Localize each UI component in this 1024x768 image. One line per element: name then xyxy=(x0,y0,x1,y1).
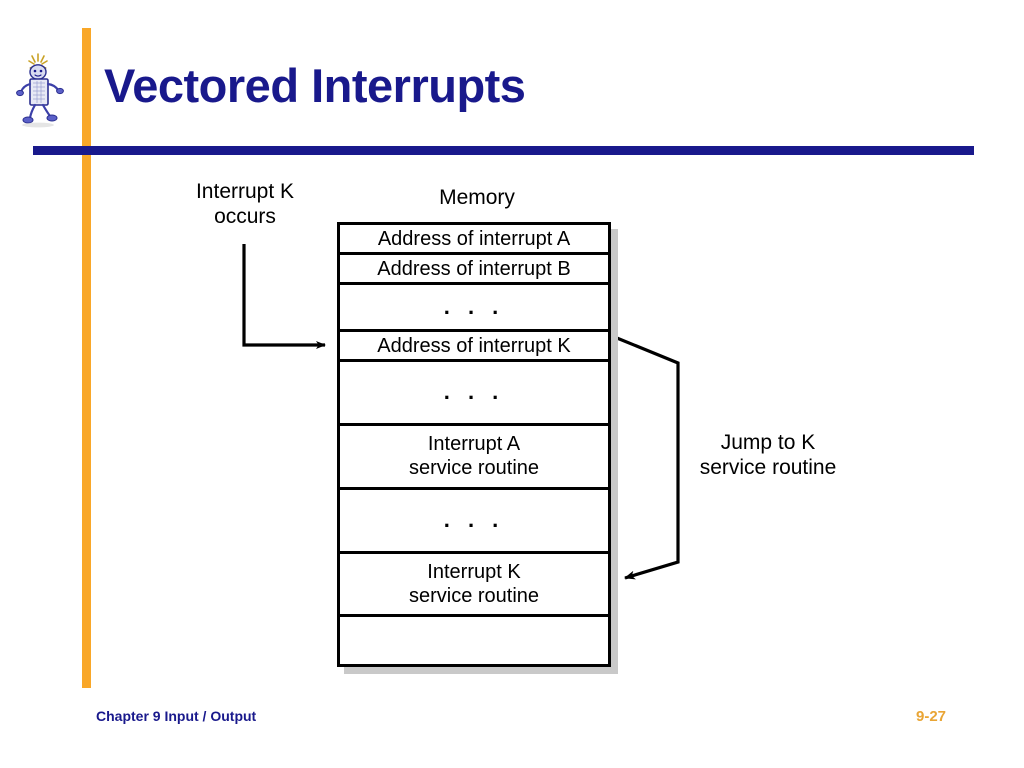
footer-page-number: 9-27 xyxy=(916,708,947,725)
footer-chapter-label: Chapter 9 Input / Output xyxy=(96,708,257,724)
memory-table: Address of interrupt A Address of interr… xyxy=(337,222,611,667)
memory-row-ellipsis-3: . . . xyxy=(340,489,608,554)
memory-row-ellipsis-1: . . . xyxy=(340,285,608,333)
ellipsis-text: . . . xyxy=(443,379,505,405)
accent-bar-vertical xyxy=(82,28,91,688)
ellipsis-text: . . . xyxy=(443,293,505,319)
memory-row-isr-a: Interrupt A service routine xyxy=(340,426,608,490)
accent-rule-horizontal xyxy=(33,146,974,155)
label-interrupt-occurs: Interrupt K occurs xyxy=(195,180,295,228)
label-jump-to-service-routine: Jump to K service routine xyxy=(699,431,837,479)
memory-row-ellipsis-2: . . . xyxy=(340,362,608,427)
page-title: Vectored Interrupts xyxy=(104,59,526,112)
mascot-character-icon xyxy=(16,50,74,128)
memory-row-empty xyxy=(340,617,608,664)
ellipsis-text: . . . xyxy=(443,506,505,532)
label-memory: Memory xyxy=(439,186,515,209)
memory-row-address-a: Address of interrupt A xyxy=(340,225,608,256)
memory-row-address-b: Address of interrupt B xyxy=(340,255,608,286)
memory-row-isr-k: Interrupt K service routine xyxy=(340,553,608,618)
memory-row-address-k: Address of interrupt K xyxy=(340,332,608,363)
